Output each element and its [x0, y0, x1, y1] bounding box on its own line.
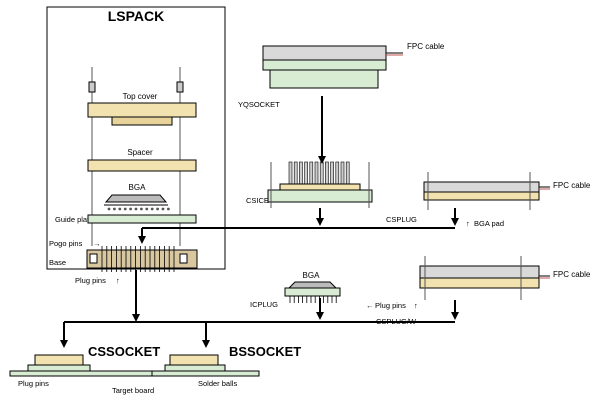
bga-ball — [129, 207, 133, 211]
base: Pogo pins → Base Plug pins ↑ — [49, 239, 198, 285]
heatsink-fin — [293, 161, 298, 185]
bga-chip: BGA — [104, 183, 170, 211]
spacer-label: Spacer — [127, 148, 153, 157]
bga-ball — [118, 207, 122, 211]
cssocket: CSSOCKET Plug pins — [9, 344, 160, 388]
connectors — [60, 96, 459, 348]
heatsink-fin — [299, 161, 303, 185]
icplug-label: ICPLUG — [250, 300, 278, 309]
heatsink-fin — [319, 161, 324, 185]
icplug-pins-arrow: ← — [366, 301, 374, 310]
target-board-label: Target board — [112, 386, 154, 395]
guide-plate: Guide plate — [55, 214, 197, 224]
icplug-bga-label: BGA — [303, 271, 321, 280]
bga-ball — [145, 207, 149, 211]
plug-pins-arrow: ↑ — [116, 276, 120, 285]
heatsink-fin — [330, 161, 334, 185]
yqsocket-label: YQSOCKET — [238, 100, 280, 109]
bga-label: BGA — [129, 183, 147, 192]
csplug-w-fpc-label: FPC cable — [553, 270, 591, 279]
bga-ball — [156, 207, 160, 211]
icplug-pins-label: Plug pins — [375, 301, 406, 310]
csplug-fpc-label: FPC cable — [553, 181, 591, 190]
heatsink-fin — [345, 161, 350, 185]
bssocket-label: BSSOCKET — [229, 344, 301, 359]
spacer: Spacer — [87, 148, 197, 172]
bga-ball — [123, 207, 127, 211]
heatsink-fin — [325, 161, 329, 185]
yqsocket: FPC cable YQSOCKET — [238, 42, 445, 109]
bga-ball — [150, 207, 154, 211]
bga-ball — [113, 207, 116, 211]
csice-label: CSICE — [246, 196, 269, 205]
bga-pad-arrow: ↑ — [466, 219, 470, 228]
top-cover: Top cover — [87, 81, 197, 126]
cssocket-label: CSSOCKET — [88, 344, 160, 359]
csplug: FPC cable CSPLUG ↑ BGA pad — [386, 172, 591, 228]
bga-ball — [161, 207, 165, 211]
heatsink-fin — [288, 161, 293, 185]
csplug-label: CSPLUG — [386, 215, 417, 224]
bssocket: BSSOCKET Solder balls — [151, 344, 301, 388]
pogo-pins-arrow: → — [93, 239, 101, 248]
pogo-pins-label: Pogo pins — [49, 239, 83, 248]
heatsink-fin — [304, 161, 308, 185]
bga-ball — [140, 207, 143, 211]
heatsink-fin — [335, 161, 340, 185]
yqsocket-fpc-label: FPC cable — [407, 42, 445, 51]
heatsink-fin — [314, 161, 319, 185]
top-cover-label: Top cover — [123, 92, 158, 101]
cssocket-plug-pins-label: Plug pins — [18, 379, 49, 388]
icplug: BGA ICPLUG ← Plug pins ↑ — [250, 271, 418, 310]
base-label: Base — [49, 258, 66, 267]
lspack-panel: LSPACK Top cover Spacer BGA Gui — [46, 6, 226, 285]
bga-ball — [167, 207, 170, 211]
solder-balls-label: Solder balls — [198, 379, 237, 388]
lspack-title: LSPACK — [108, 8, 165, 24]
csice: CSICE — [246, 161, 373, 208]
guide-plate-label: Guide plate — [55, 215, 93, 224]
bga-pad-label: BGA pad — [474, 219, 504, 228]
plug-pins-label: Plug pins — [75, 276, 106, 285]
csplug-w: FPC cable CSPLUG/W — [376, 256, 591, 326]
heatsink-fin — [309, 161, 314, 185]
bga-ball — [134, 207, 138, 211]
icplug-pins-arrow-up: ↑ — [414, 301, 418, 310]
bga-ball — [107, 207, 111, 211]
heatsink-fin — [340, 161, 345, 185]
